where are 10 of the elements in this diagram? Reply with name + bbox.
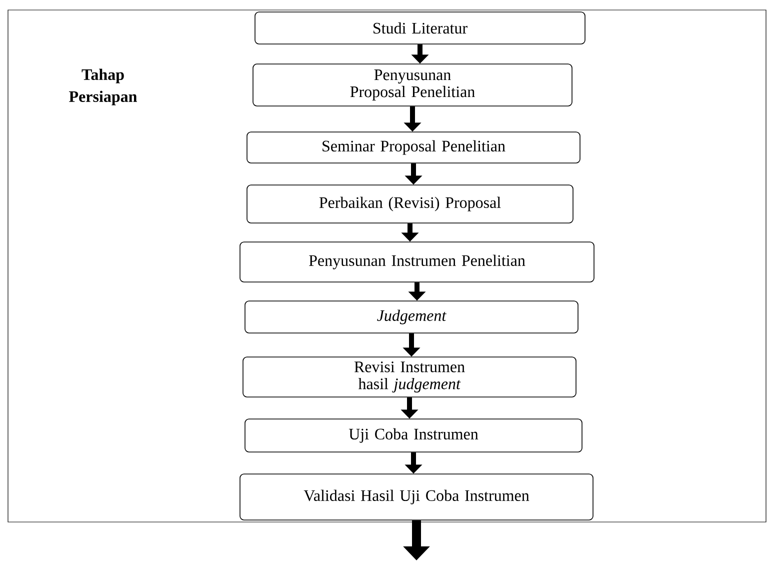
process-box: Perbaikan (Revisi) Proposal <box>246 184 574 224</box>
process-box: Validasi Hasil Uji Coba Instrumen <box>240 474 594 520</box>
process-box: Studi Literatur <box>254 12 586 44</box>
process-box: Judgement <box>244 300 578 334</box>
process-box: Penyusunan Proposal Penelitian <box>252 64 572 106</box>
process-box: Uji Coba Instrumen <box>244 418 582 452</box>
stage-label: Tahap Persiapan <box>69 68 137 106</box>
process-box: Revisi Instrumen hasil judgement <box>242 356 576 398</box>
process-box: Penyusunan Instrumen Penelitian <box>240 242 594 282</box>
process-box: Seminar Proposal Penelitian <box>246 132 580 164</box>
